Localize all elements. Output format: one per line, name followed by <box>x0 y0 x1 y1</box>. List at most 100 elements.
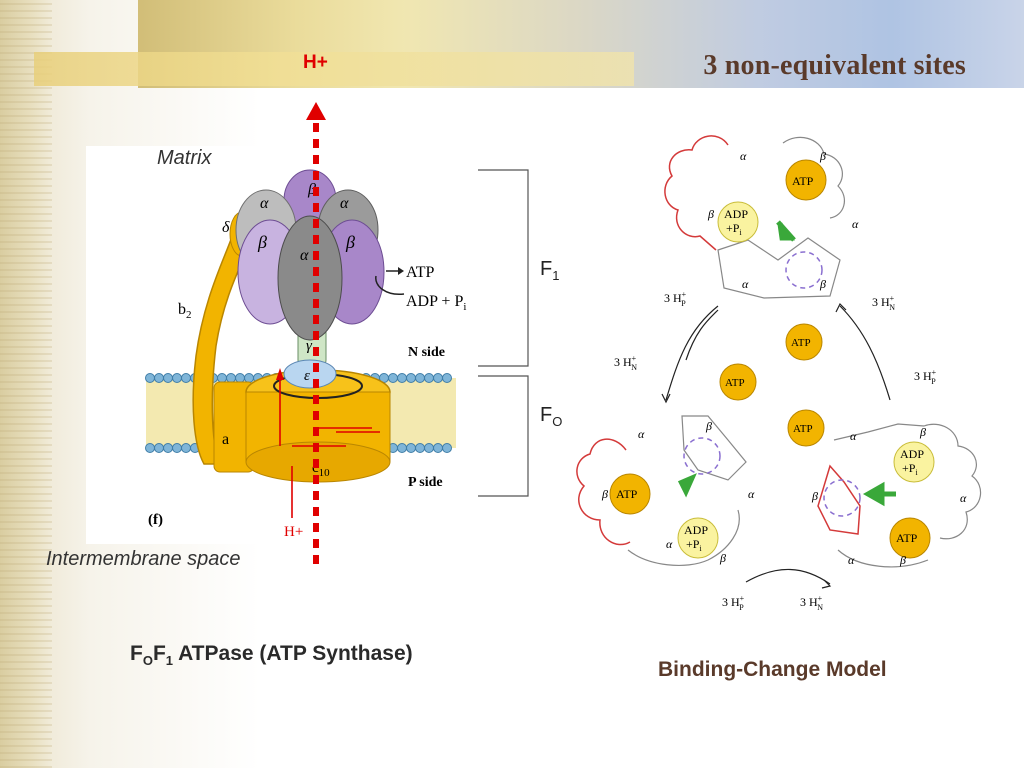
right-adp-site <box>893 441 935 483</box>
lipid-head <box>433 373 443 383</box>
top-pi-label: +Pi <box>726 221 742 237</box>
right-green-arrow <box>862 481 896 507</box>
lipid-head <box>424 443 434 453</box>
left-released-atp <box>719 363 757 401</box>
label-3hn-top-right: 3 H+N <box>872 294 895 312</box>
lipid-head <box>226 373 236 383</box>
left-adp-label: ADP <box>684 523 708 537</box>
decorative-banner-bar <box>34 52 634 86</box>
right-alpha-3: α <box>848 553 855 567</box>
lipid-head <box>154 443 164 453</box>
matrix-label: Matrix <box>157 147 212 169</box>
right-adp-label: ADP <box>900 447 924 461</box>
left-alpha-1: α <box>638 427 645 441</box>
right-beta-1: β <box>919 425 926 439</box>
left-alpha-2: α <box>748 487 755 501</box>
h-plus-top-label: H+ <box>303 52 328 73</box>
lipid-head <box>424 373 434 383</box>
label-n-side: N side <box>408 345 445 360</box>
label-3hn-bottom: 3 H+N <box>800 594 823 612</box>
fo-label: FO <box>540 404 563 429</box>
lipid-head <box>154 373 164 383</box>
left-pi-label: +Pi <box>686 537 702 553</box>
label-h-plus-bottom: H+ <box>284 524 303 540</box>
left-atp-label: ATP <box>616 487 638 501</box>
label-gamma: γ <box>306 338 313 354</box>
left-green-arrow <box>677 473 697 498</box>
left-enzyme: ATP ADP +Pi ATP α β β α α β <box>576 363 757 567</box>
right-lower-outline <box>837 549 929 568</box>
top-alpha-3: α <box>742 277 749 291</box>
left-beta-3: β <box>719 551 726 565</box>
label-alpha-left: α <box>260 195 269 212</box>
top-beta-outline <box>782 136 846 219</box>
arrow-top-to-left <box>665 305 719 401</box>
lipid-head <box>442 443 452 453</box>
arrow-top-left-proton <box>685 309 719 361</box>
right-released-atp-label: ATP <box>793 423 813 435</box>
right-atp-site <box>889 517 931 559</box>
right-beta-2: β <box>811 489 818 503</box>
left-beta-1: β <box>705 419 712 433</box>
b2-stalk <box>192 229 252 465</box>
fo-bracket <box>478 375 529 497</box>
top-alpha-red-outline <box>664 135 729 251</box>
lipid-head <box>163 373 173 383</box>
label-alpha-front: α <box>300 247 309 264</box>
label-atp-arrow: ATP <box>406 264 435 281</box>
left-released-atp-label: ATP <box>725 377 745 389</box>
top-beta-2: β <box>707 207 714 221</box>
epsilon-subunit <box>283 359 337 389</box>
binding-change-diagram: ATP ADP +Pi α β β α α β ATP ATP ADP +Pi <box>576 135 982 612</box>
proton-flow-arrow <box>306 102 326 564</box>
lipid-head <box>442 373 452 383</box>
right-alpha-2: α <box>960 491 967 505</box>
lipid-head <box>406 443 416 453</box>
right-atp-label: ATP <box>896 531 918 545</box>
slide-title: 3 non-equivalent sites <box>703 50 966 81</box>
label-a: a <box>222 431 229 448</box>
lipid-head <box>415 373 425 383</box>
label-epsilon: ε <box>304 368 310 384</box>
label-p-side: P side <box>408 475 443 490</box>
label-delta: δ <box>222 219 230 236</box>
label-3hn-left: 3 H+N <box>614 354 637 372</box>
f1-fo-brackets <box>478 169 529 497</box>
lipid-head <box>406 373 416 383</box>
released-atp-center-label: ATP <box>791 337 811 349</box>
left-adp-site <box>677 517 719 559</box>
top-alpha-1: α <box>740 149 747 163</box>
right-enzyme: ATP ADP +Pi ATP α β β α α β <box>787 409 982 568</box>
right-alpha-1: α <box>850 429 857 443</box>
label-beta-right: β <box>345 232 355 252</box>
lipid-head <box>415 443 425 453</box>
binding-change-caption: Binding-Change Model <box>658 658 887 681</box>
atp-pointer-arrowhead <box>398 267 404 275</box>
right-upper-outline <box>833 423 982 540</box>
right-red-cleft <box>817 464 861 535</box>
top-beta-1: β <box>819 149 826 163</box>
lipid-head <box>244 373 254 383</box>
left-atp-site <box>609 473 651 515</box>
f1-label: F1 <box>540 258 560 283</box>
right-released-atp <box>787 409 825 447</box>
lipid-head <box>172 443 182 453</box>
released-atp-center <box>785 323 823 361</box>
left-beta-2: β <box>601 487 608 501</box>
alpha-subunit-front <box>277 215 343 341</box>
label-beta-left: β <box>257 232 267 252</box>
decorative-left-strip <box>0 0 52 768</box>
lipid-head <box>163 443 173 453</box>
arrow-top-to-left-head <box>661 393 671 404</box>
label-3hp-right: 3 H+P <box>914 368 937 386</box>
lipid-head <box>181 373 191 383</box>
label-alpha-right: α <box>340 195 349 212</box>
label-b2: b2 <box>178 301 192 321</box>
top-green-arrow <box>776 220 796 242</box>
arrow-right-to-top-head <box>835 302 847 313</box>
lipid-head <box>433 443 443 453</box>
lipid-head <box>181 443 191 453</box>
label-beta-top: β <box>307 181 316 198</box>
adp-pointer-line <box>375 275 405 295</box>
right-empty-site <box>823 479 861 517</box>
